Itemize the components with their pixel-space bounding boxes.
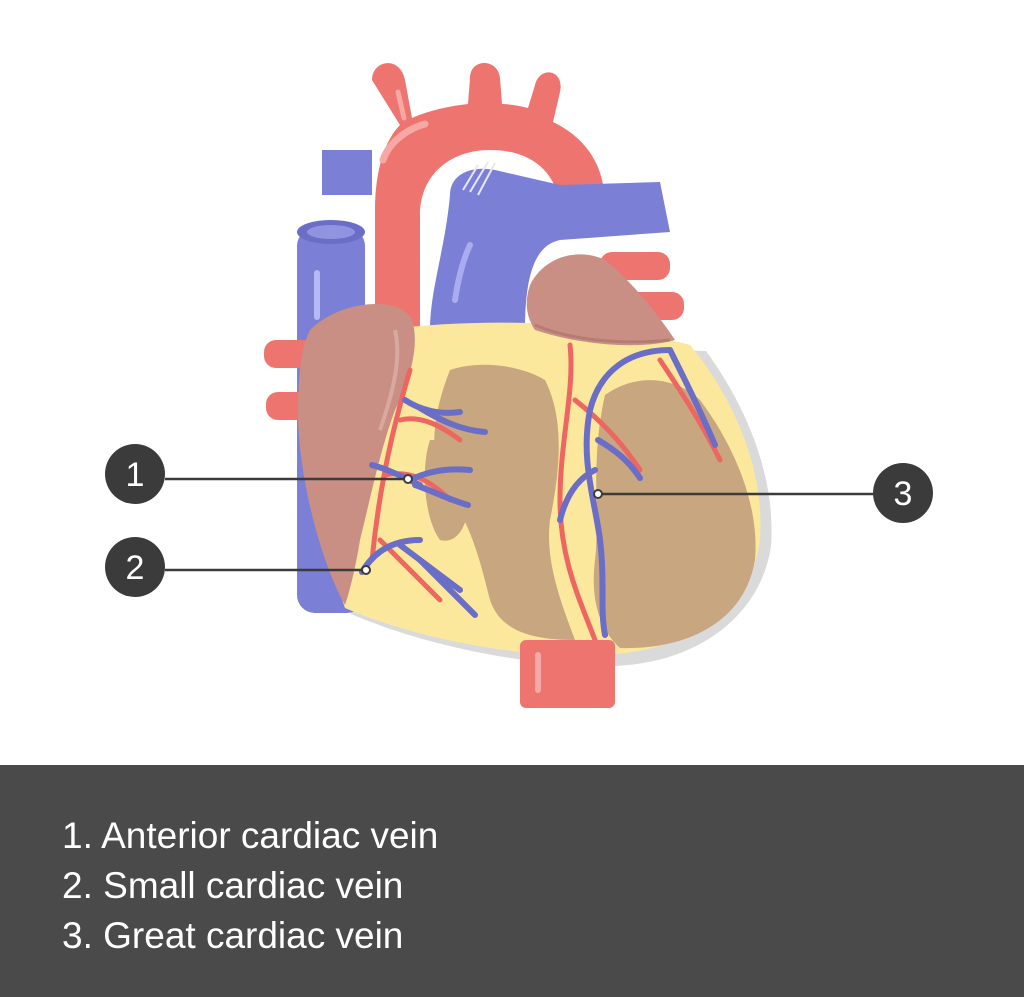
right-auricle — [298, 303, 415, 605]
callout-anchor-dots — [361, 474, 603, 575]
left-auricle — [526, 254, 675, 346]
callout-1-number: 1 — [126, 456, 145, 494]
pulmonary-trunk — [430, 161, 670, 330]
aorta — [372, 63, 605, 330]
callout-1: 1 — [105, 444, 165, 504]
descending-aorta — [520, 640, 615, 708]
legend-item-anterior-cardiac-vein: 1. Anterior cardiac vein — [62, 815, 439, 856]
brachiocephalic-vein — [322, 150, 372, 195]
callout-3-number: 3 — [894, 475, 913, 513]
callout-3: 3 — [873, 463, 933, 523]
callout-lines — [165, 477, 873, 572]
legend-panel: 1. Anterior cardiac vein 2. Small cardia… — [0, 765, 1024, 997]
callout-2: 2 — [105, 537, 165, 597]
callout-2-number: 2 — [126, 549, 145, 587]
heart-diagram: 1 2 3 — [105, 63, 933, 708]
legend-item-great-cardiac-vein: 3. Great cardiac vein — [62, 915, 404, 956]
cardiac-veins — [359, 347, 718, 638]
right-ventricle-lower — [424, 440, 470, 541]
legend-list: 1. Anterior cardiac vein 2. Small cardia… — [62, 811, 438, 961]
right-ventricle — [434, 364, 575, 640]
legend-item-small-cardiac-vein: 2. Small cardiac vein — [62, 865, 404, 906]
